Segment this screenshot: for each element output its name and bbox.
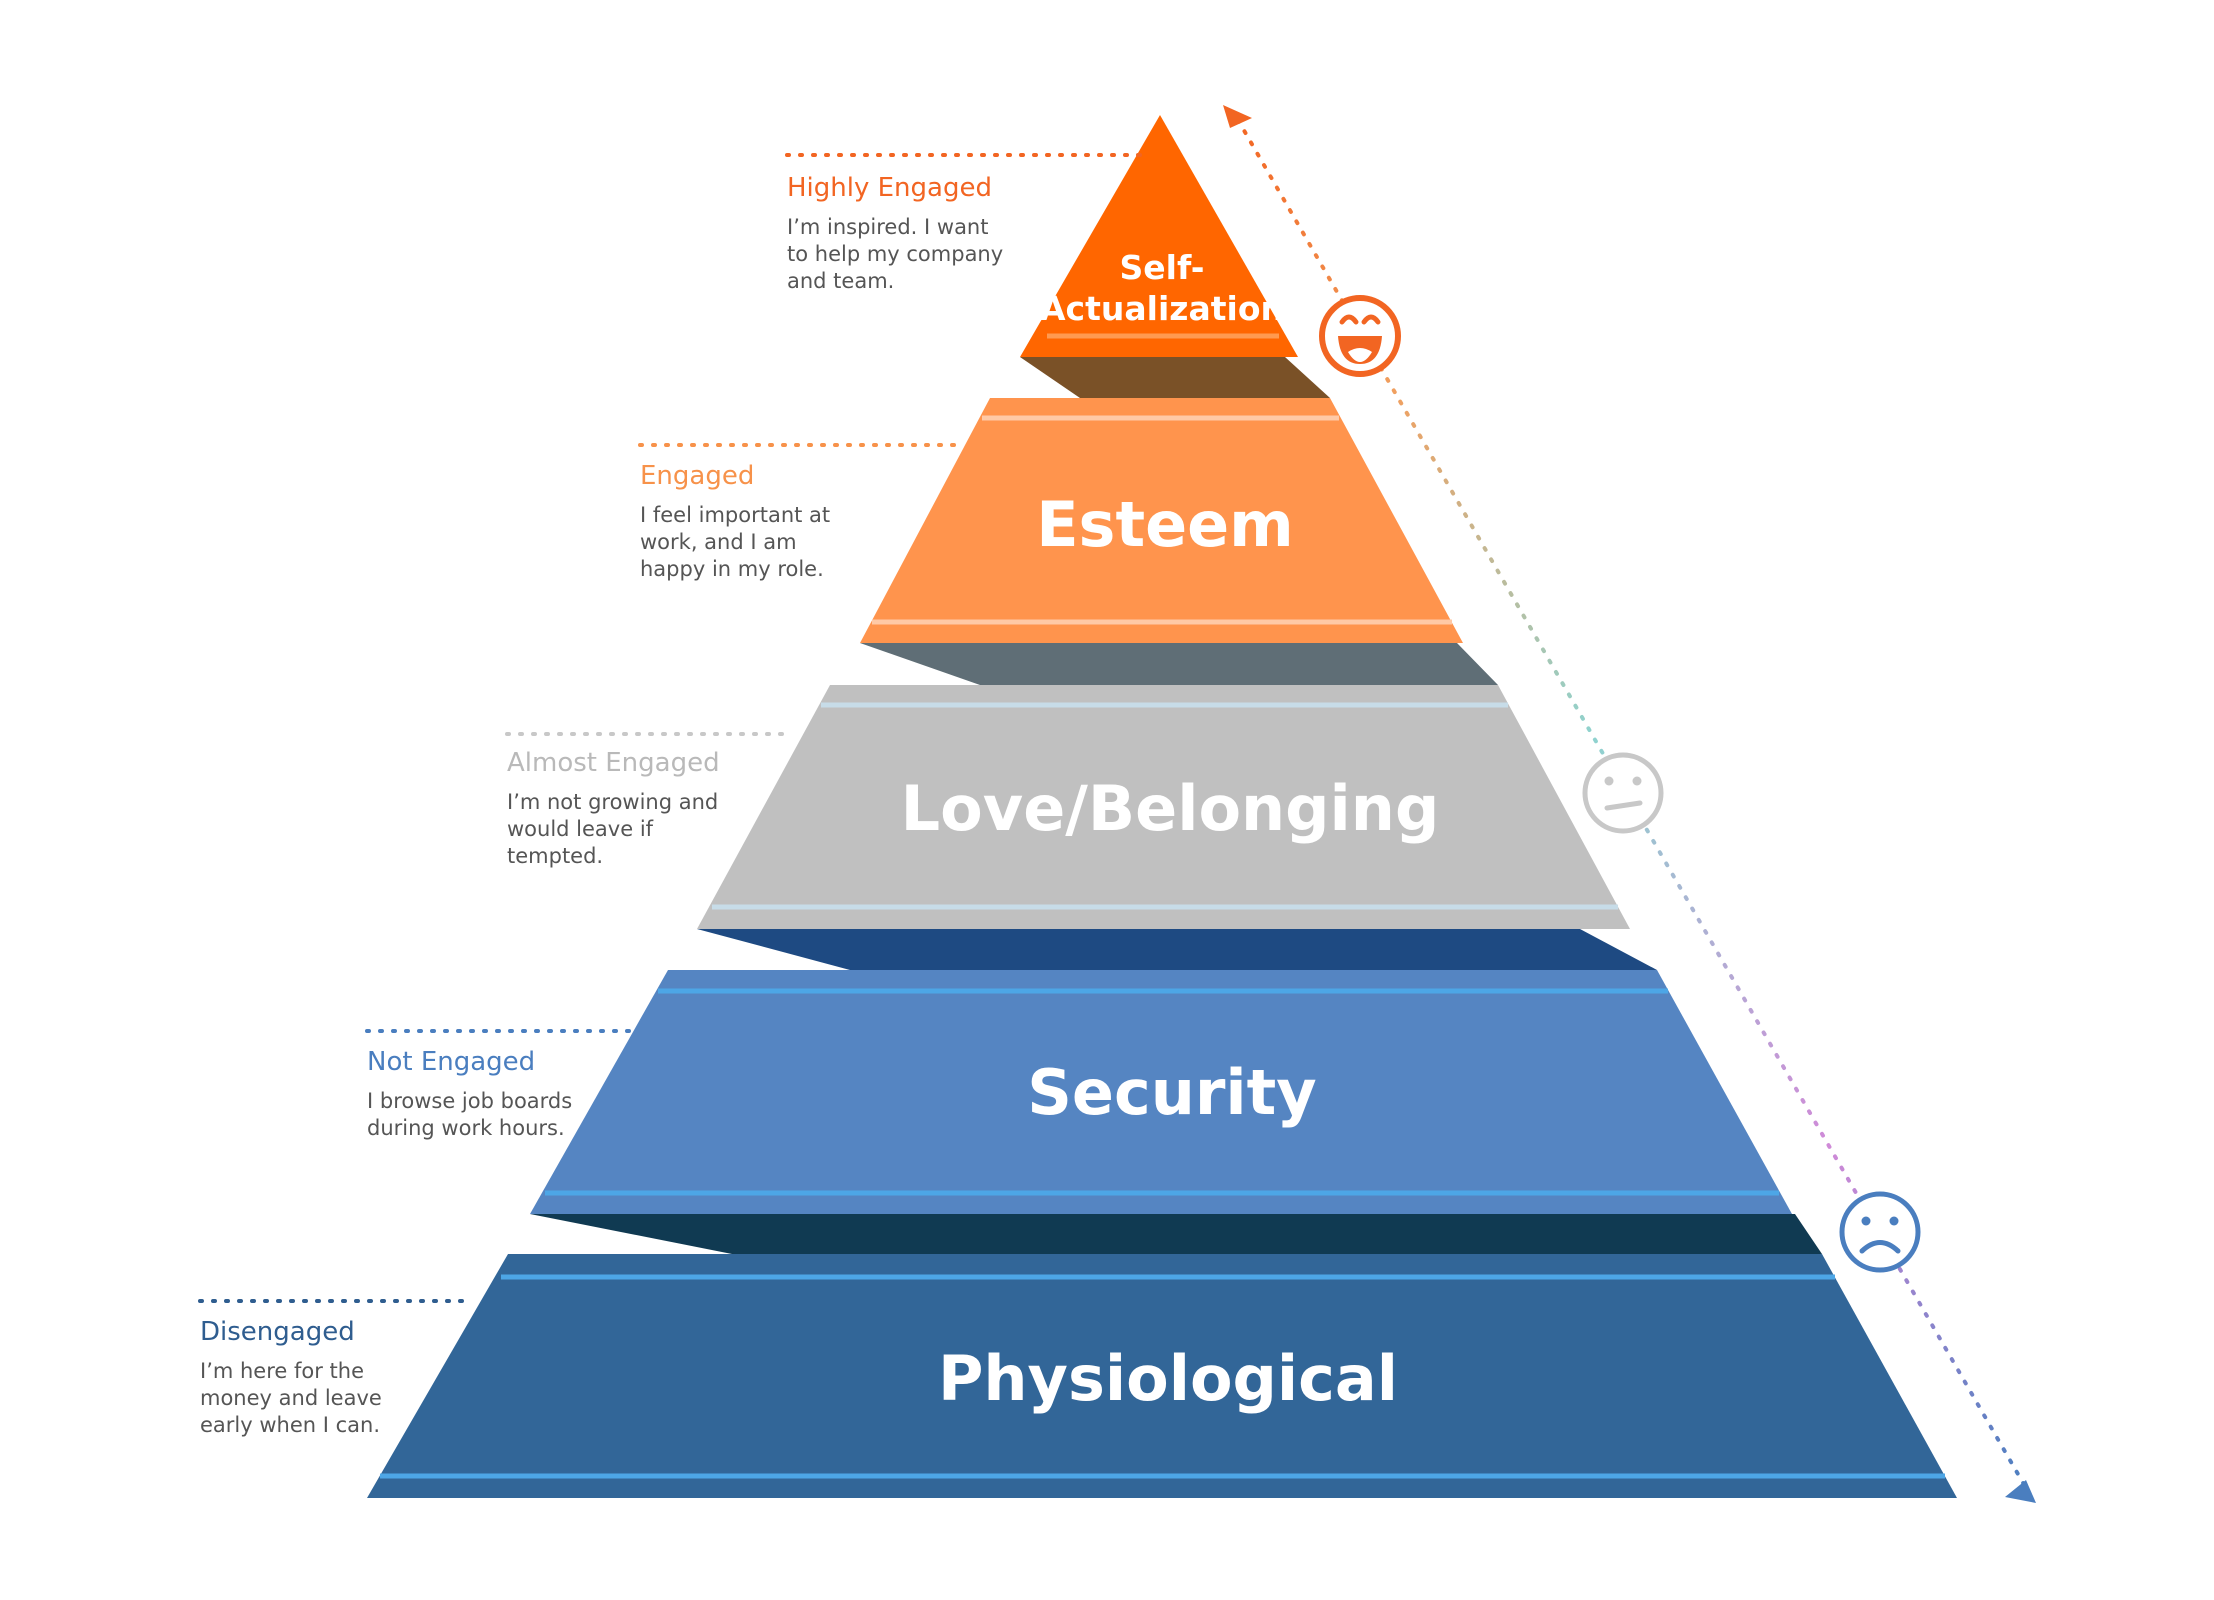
note-text-disengaged: I’m here for the money and leave early w…	[200, 1359, 382, 1437]
tier-label-physiological: Physiological	[938, 1342, 1398, 1415]
tier-label-self-line2: Actualization	[1040, 289, 1284, 328]
note-text-almost-engaged: I’m not growing and would leave if tempt…	[507, 790, 719, 868]
tier-esteem: Esteem	[860, 398, 1463, 643]
arrow-head-top-icon	[1223, 105, 1252, 128]
note-text-not-engaged: I browse job boards during work hours.	[367, 1089, 573, 1140]
note-title-not-engaged: Not Engaged	[367, 1047, 536, 1077]
note-title-engaged: Engaged	[640, 461, 755, 491]
tier-physiological: Physiological	[367, 1254, 1957, 1498]
tier-self-actualization: Self- Actualization	[1020, 115, 1298, 357]
tier-love-belonging: Love/Belonging	[697, 685, 1630, 929]
connector-security-physio	[530, 1214, 1822, 1254]
tier-label-esteem: Esteem	[1036, 488, 1294, 561]
note-title-highly-engaged: Highly Engaged	[787, 173, 992, 203]
connector-love-security	[697, 929, 1657, 970]
note-not-engaged: Not Engaged I browse job boards during w…	[367, 1046, 687, 1142]
connector-self-esteem	[1020, 357, 1330, 398]
note-almost-engaged: Almost Engaged I’m not growing and would…	[507, 747, 827, 870]
note-title-almost-engaged: Almost Engaged	[507, 748, 720, 778]
neutral-face-icon	[1582, 752, 1664, 834]
tier-label-love-belonging: Love/Belonging	[901, 772, 1440, 845]
note-highly-engaged: Highly Engaged I’m inspired. I want to h…	[787, 172, 1107, 295]
connector-esteem-love	[860, 643, 1498, 685]
note-engaged: Engaged I feel important at work, and I …	[640, 460, 960, 583]
sad-face-icon	[1839, 1191, 1921, 1273]
tier-label-self-line1: Self-	[1120, 248, 1205, 287]
note-text-highly-engaged: I’m inspired. I want to help my company …	[787, 215, 1004, 293]
happy-face-icon	[1319, 295, 1401, 377]
note-title-disengaged: Disengaged	[200, 1317, 355, 1347]
tier-label-security: Security	[1027, 1056, 1316, 1129]
note-disengaged: Disengaged I’m here for the money and le…	[200, 1316, 520, 1439]
tier-security: Security	[530, 970, 1792, 1214]
arrow-head-bottom-icon	[2005, 1480, 2036, 1503]
note-text-engaged: I feel important at work, and I am happy…	[640, 503, 831, 581]
